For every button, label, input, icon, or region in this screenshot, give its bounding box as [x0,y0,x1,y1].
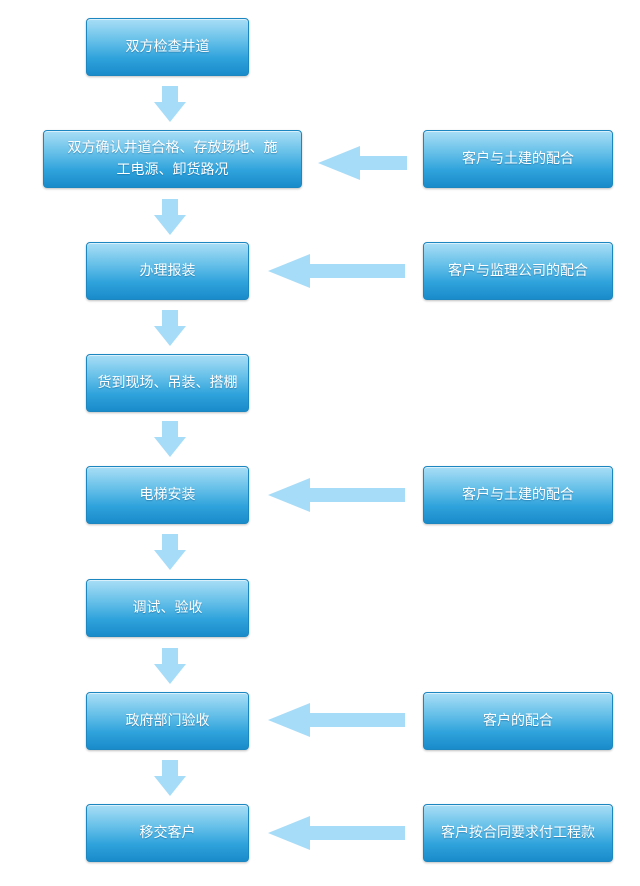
input-label: 客户与监理公司的配合 [448,263,588,279]
down-arrow [154,199,186,235]
left-arrow [268,703,405,737]
left-arrow [268,478,405,512]
down-arrow [154,421,186,457]
step-label: 双方检查井道 [125,39,210,55]
left-arrow [318,146,407,180]
input-customer-cooperation: 客户的配合 [423,692,613,750]
step-label: 电梯安装 [139,487,196,503]
step-delivery-hoisting: 货到现场、吊装、搭棚 [86,354,249,412]
step-government-inspection: 政府部门验收 [86,692,249,750]
input-label: 客户的配合 [483,713,553,729]
step-handover: 移交客户 [86,804,249,862]
down-arrow [154,86,186,122]
input-customer-civil-1: 客户与土建的配合 [423,130,613,188]
step-label: 政府部门验收 [125,713,210,729]
step-label: 双方确认井道合格、存放场地、施工电源、卸货路况 [67,140,278,178]
step-confirm-site: 双方确认井道合格、存放场地、施工电源、卸货路况 [43,130,302,188]
step-label: 调试、验收 [132,600,203,616]
left-arrow [268,254,405,288]
step-apply-installation: 办理报装 [86,242,249,300]
input-customer-supervisor: 客户与监理公司的配合 [423,242,613,300]
input-label: 客户与土建的配合 [462,487,574,503]
input-label: 客户与土建的配合 [462,151,574,167]
down-arrow [154,760,186,796]
step-elevator-installation: 电梯安装 [86,466,249,524]
step-check-shaft: 双方检查井道 [86,18,249,76]
down-arrow [154,648,186,684]
step-label: 办理报装 [139,263,196,279]
step-debug-acceptance: 调试、验收 [86,579,249,637]
left-arrow [268,816,405,850]
step-label: 货到现场、吊装、搭棚 [97,375,238,391]
input-customer-civil-2: 客户与土建的配合 [423,466,613,524]
down-arrow [154,310,186,346]
step-label: 移交客户 [139,825,196,841]
down-arrow [154,534,186,570]
input-label: 客户按合同要求付工程款 [441,825,595,841]
input-customer-payment: 客户按合同要求付工程款 [423,804,613,862]
